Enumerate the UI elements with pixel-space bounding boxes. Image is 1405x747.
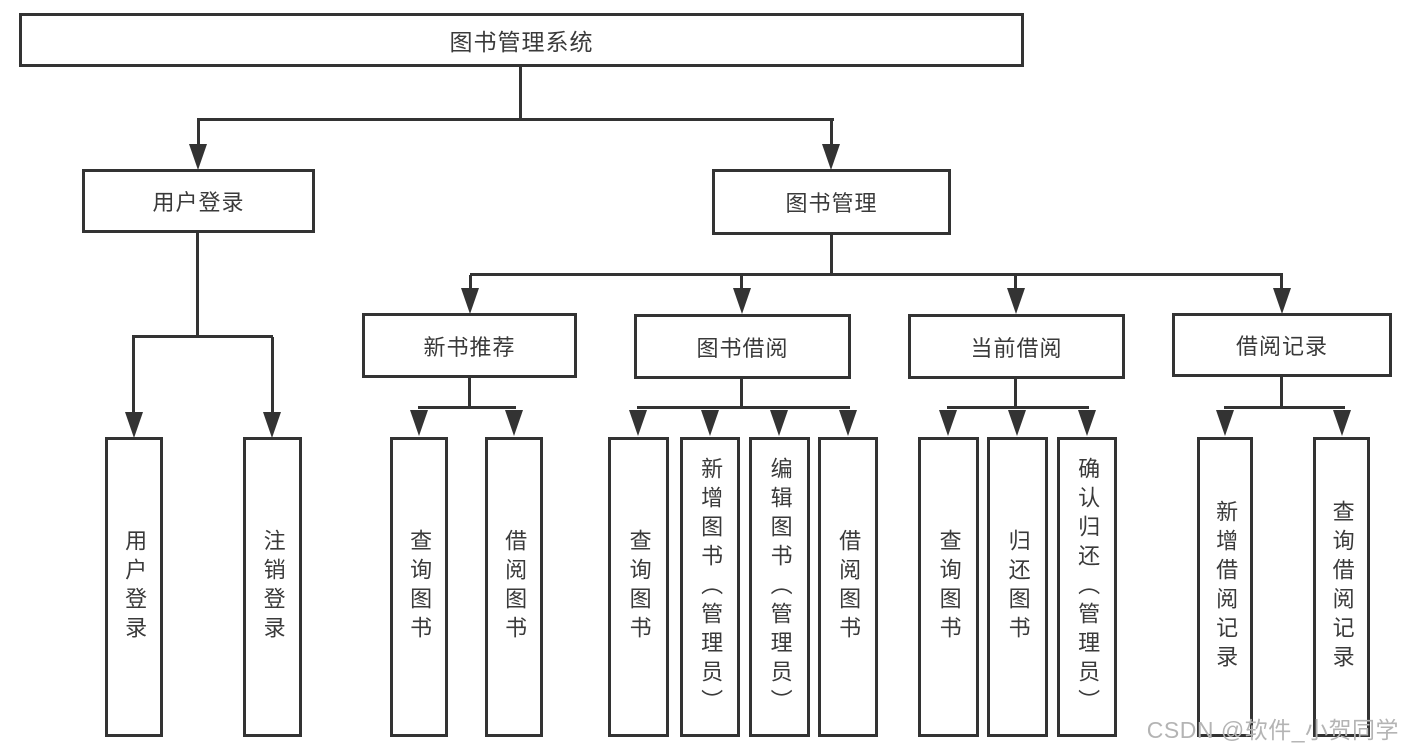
node-label: 当前借阅 (970, 335, 1063, 361)
arrow-down-icon (939, 410, 957, 436)
connector-line (468, 377, 471, 408)
leaf-edit-books-admin: 编辑图书（管理员） (749, 437, 810, 737)
connector-line (830, 120, 833, 148)
node-label: 查询图书 (626, 529, 652, 645)
node-library-system: 图书管理系统 (19, 13, 1024, 67)
leaf-add-borrow-record: 新增借阅记录 (1197, 437, 1253, 737)
connector-line (1280, 375, 1283, 408)
node-label: 图书管理 (785, 191, 878, 216)
connector-line (740, 275, 743, 289)
arrow-down-icon (1008, 410, 1026, 436)
connector-line (418, 406, 516, 409)
node-label: 归还图书 (1005, 529, 1031, 645)
leaf-query-books-current: 查询图书 (918, 437, 979, 737)
arrow-down-icon (1007, 288, 1025, 314)
leaf-add-books-admin: 新增图书（管理员） (680, 437, 740, 737)
connector-line (1014, 275, 1017, 289)
arrow-down-icon (1273, 288, 1291, 314)
connector-line (1224, 406, 1345, 409)
leaf-query-borrow-record: 查询借阅记录 (1313, 437, 1370, 737)
arrow-down-icon (1216, 410, 1234, 436)
arrow-down-icon (410, 410, 428, 436)
connector-line (740, 378, 743, 408)
node-book-borrowing: 图书借阅 (634, 314, 851, 379)
node-label: 用户登录 (152, 190, 245, 215)
arrow-down-icon (189, 144, 207, 170)
node-label: 确认归还（管理员） (1075, 456, 1101, 718)
arrow-down-icon (1078, 410, 1096, 436)
connector-line (271, 337, 274, 414)
node-user-login: 用户登录 (82, 169, 315, 233)
connector-line (637, 406, 850, 409)
arrow-down-icon (770, 410, 788, 436)
node-label: 图书管理系统 (449, 29, 594, 55)
connector-line (519, 66, 522, 120)
arrow-down-icon (839, 410, 857, 436)
connector-line (197, 118, 834, 121)
connector-line (132, 335, 273, 338)
arrow-down-icon (1333, 410, 1351, 436)
node-borrowing-records: 借阅记录 (1172, 313, 1392, 377)
node-label: 查询图书 (407, 529, 433, 645)
arrow-down-icon (125, 412, 143, 438)
node-label: 借阅记录 (1235, 334, 1328, 359)
node-new-book-recommendation: 新书推荐 (362, 313, 577, 378)
arrow-down-icon (629, 410, 647, 436)
node-label: 借阅图书 (836, 529, 862, 645)
node-label: 借阅图书 (502, 529, 528, 645)
node-book-management: 图书管理 (712, 169, 951, 235)
arrow-down-icon (733, 288, 751, 314)
node-label: 注销登录 (260, 529, 286, 645)
leaf-borrow-books-borrowing: 借阅图书 (818, 437, 878, 737)
node-label: 查询图书 (936, 529, 962, 645)
connector-line (469, 275, 472, 289)
node-label: 图书借阅 (696, 335, 789, 361)
node-label: 编辑图书（管理员） (767, 456, 793, 718)
arrow-down-icon (822, 144, 840, 170)
connector-line (196, 233, 199, 337)
leaf-query-books-recommend: 查询图书 (390, 437, 448, 737)
node-label: 用户登录 (122, 529, 148, 645)
connector-line (1014, 378, 1017, 408)
leaf-user-login: 用户登录 (105, 437, 163, 737)
arrow-down-icon (505, 410, 523, 436)
leaf-confirm-return-admin: 确认归还（管理员） (1057, 437, 1117, 737)
node-current-borrowing: 当前借阅 (908, 314, 1125, 379)
connector-line (947, 406, 1089, 409)
arrow-down-icon (263, 412, 281, 438)
node-label: 新增借阅记录 (1213, 500, 1239, 674)
node-label: 查询借阅记录 (1329, 500, 1355, 674)
connector-line (470, 273, 1283, 276)
leaf-return-books: 归还图书 (987, 437, 1048, 737)
node-label: 新书推荐 (423, 334, 516, 360)
leaf-logout: 注销登录 (243, 437, 302, 737)
watermark: CSDN @软件_小贺同学 (1146, 717, 1399, 743)
leaf-query-books-borrowing: 查询图书 (608, 437, 669, 737)
connector-line (197, 120, 200, 148)
connector-line (132, 337, 135, 414)
connector-line (830, 235, 833, 275)
arrow-down-icon (701, 410, 719, 436)
node-label: 新增图书（管理员） (698, 456, 724, 718)
connector-line (1280, 275, 1283, 289)
arrow-down-icon (461, 288, 479, 314)
leaf-borrow-books-recommend: 借阅图书 (485, 437, 543, 737)
